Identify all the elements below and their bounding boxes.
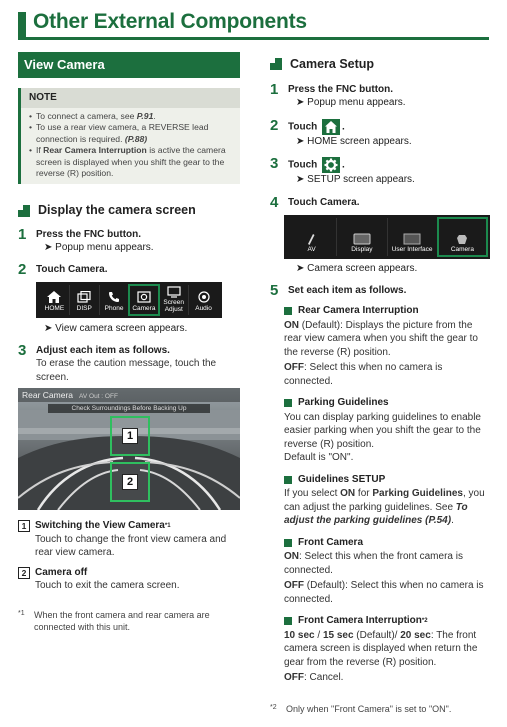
camera-screen-image[interactable]: Rear Camera AV Out : OFF Check Surroundin… <box>18 388 240 511</box>
camera-icon <box>457 234 468 244</box>
setup-step-2: 2 Touch . ➤ HOME screen appears. <box>270 116 412 147</box>
gear-icon[interactable] <box>322 157 341 174</box>
menu-item-disp[interactable]: DISP <box>70 285 100 316</box>
speaker-icon <box>197 291 210 303</box>
arrow-right-icon: ➤ <box>296 135 308 147</box>
front-camera: Front Camera ON: Select this when the fr… <box>284 536 484 605</box>
bullet-square-icon <box>284 399 292 408</box>
popup-menu: HOME DISP Phone Camera Screen Adjust Aud… <box>36 282 222 319</box>
menu-item-audio[interactable]: Audio <box>189 285 218 315</box>
setup-step-3: 3 Touch . ➤ SETUP screen appears. <box>270 155 415 186</box>
note-box: NOTE To connect a camera, see P.91. To u… <box>18 88 240 185</box>
camera-screen-title: Rear Camera <box>22 390 74 401</box>
parking-guidelines: Parking Guidelines You can display parki… <box>284 397 481 464</box>
right-column: Camera Setup 1 Press the FNC button. ➤ P… <box>270 52 490 715</box>
setup-item-av[interactable]: AV <box>287 218 338 257</box>
rear-camera-interruption: Rear Camera Interruption ON (Default): D… <box>284 305 478 387</box>
view-camera-heading: View Camera <box>18 52 240 78</box>
camera-icon <box>137 291 151 303</box>
menu-item-home[interactable]: HOME <box>40 285 70 316</box>
menu-item-camera[interactable]: Camera <box>128 284 161 317</box>
section-square-icon <box>18 204 30 217</box>
bullet-square-icon <box>284 475 292 484</box>
front-camera-interruption: Front Camera Interruption*2 10 sec / 15 … <box>284 615 478 684</box>
display-step-2-result: ➤ View camera screen appears. <box>44 323 188 335</box>
camera-screen-titlebar: Rear Camera AV Out : OFF <box>18 388 240 403</box>
setup-item-user-interface[interactable]: User Interface <box>388 218 438 257</box>
parking-guidelines-link[interactable]: To adjust the parking guidelines (P.54) <box>284 501 468 527</box>
page-title-text: Other External Components <box>33 10 307 33</box>
setup-step-4-result: ➤ Camera screen appears. <box>296 263 418 275</box>
setup-item-display[interactable]: Display <box>337 218 388 257</box>
note-item: To connect a camera, see P.91. <box>29 111 232 123</box>
arrow-right-icon: ➤ <box>44 242 56 254</box>
setup-step-5: 5 Set each item as follows. <box>270 281 407 299</box>
page-title: Other External Components <box>18 8 489 40</box>
fnc-key: FNC <box>83 228 105 240</box>
setup-item-camera[interactable]: Camera <box>436 217 489 258</box>
footnote-1: *1 When the front camera and rear camera… <box>18 609 210 633</box>
display-icon <box>353 233 371 245</box>
display-step-1: 1 Press the FNC button. ➤ Popup menu app… <box>18 225 154 254</box>
arrow-right-icon: ➤ <box>296 263 308 275</box>
setup-step-4: 4 Touch Camera. <box>270 193 360 211</box>
left-column: View Camera NOTE To connect a camera, se… <box>18 52 240 633</box>
footnote-2: *2 Only when "Front Camera" is set to "O… <box>270 703 452 714</box>
bullet-square-icon <box>284 307 292 316</box>
menu-item-screen-adjust[interactable]: Screen Adjust <box>159 285 190 316</box>
page-ref[interactable]: (P.88) <box>124 133 148 144</box>
note-heading: NOTE <box>21 88 240 108</box>
title-accent-bar <box>18 12 26 38</box>
screen-adjust-icon <box>167 286 181 299</box>
bullet-square-icon <box>284 538 292 547</box>
av-icon <box>307 233 315 245</box>
setup-menu: AV Display User Interface Camera <box>284 215 490 260</box>
caution-message[interactable]: Check Surroundings Before Backing Up <box>48 404 210 414</box>
arrow-right-icon: ➤ <box>296 97 308 109</box>
arrow-right-icon: ➤ <box>296 174 308 186</box>
av-out-status: AV Out : OFF <box>79 393 118 401</box>
note-list: To connect a camera, see P.91. To use a … <box>21 108 240 181</box>
display-icon <box>77 290 91 303</box>
user-interface-icon <box>403 233 421 245</box>
guidelines-setup: Guidelines SETUP If you select ON for Pa… <box>284 473 485 527</box>
camera-off-area[interactable]: 2 <box>110 462 150 503</box>
phone-icon <box>109 291 120 302</box>
home-button-icon[interactable] <box>322 118 341 135</box>
bullet-square-icon <box>284 617 292 626</box>
arrow-right-icon: ➤ <box>44 323 56 335</box>
setup-step-1: 1 Press the FNC button. ➤ Popup menu app… <box>270 80 406 109</box>
camera-setup-heading: Camera Setup <box>270 56 490 73</box>
section-square-icon <box>270 58 282 71</box>
home-icon <box>47 290 62 303</box>
display-camera-heading: Display the camera screen <box>18 202 240 219</box>
note-item: To use a rear view camera, a REVERSE lea… <box>29 122 232 145</box>
display-step-2: 2 Touch Camera. <box>18 260 108 278</box>
note-item: If Rear Camera Interruption is active th… <box>29 145 232 180</box>
switch-view-camera-area[interactable]: 1 <box>110 416 150 457</box>
menu-item-phone[interactable]: Phone <box>100 285 130 316</box>
page-ref[interactable]: P.91 <box>136 110 154 121</box>
display-step-3: 3 Adjust each item as follows. To erase … <box>18 341 217 383</box>
